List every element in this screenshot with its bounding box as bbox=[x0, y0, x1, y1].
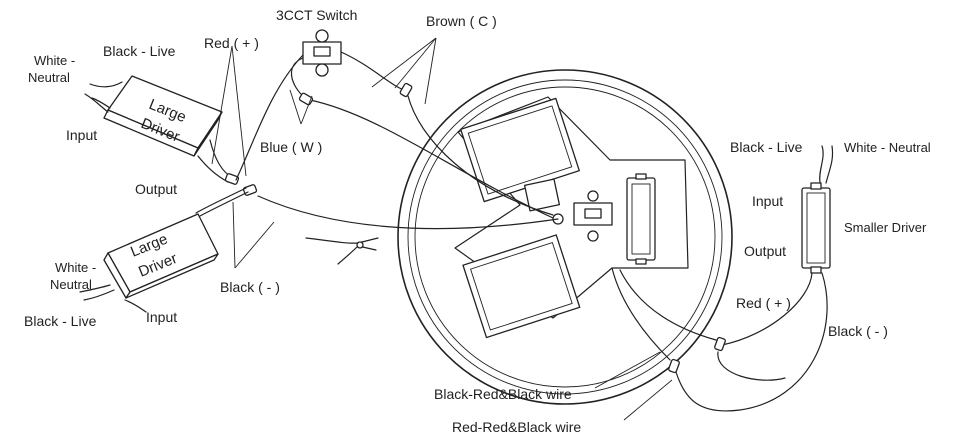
text-labels: 3CCT Switch Brown ( C ) Blue ( W ) Red (… bbox=[24, 7, 931, 435]
pliers-icon bbox=[305, 237, 379, 265]
inner-driver bbox=[626, 173, 656, 265]
label-tl-input: Input bbox=[66, 127, 97, 143]
label-tl-neutral: Neutral bbox=[28, 70, 70, 85]
3cct-switch bbox=[302, 29, 342, 77]
led-module-top bbox=[460, 97, 580, 203]
led-module-bottom bbox=[462, 234, 581, 339]
label-red-red-black: Red-Red&Black wire bbox=[452, 419, 581, 435]
large-driver-top: Large Driver bbox=[103, 75, 223, 157]
label-tl-white: White - bbox=[34, 53, 75, 68]
large-driver-bottom: Large Driver bbox=[103, 213, 219, 299]
label-red-top: Red ( + ) bbox=[204, 35, 259, 51]
label-black-red-black: Black-Red&Black wire bbox=[434, 386, 572, 402]
label-bl-white: White - bbox=[55, 260, 96, 275]
label-r-input: Input bbox=[752, 193, 783, 209]
label-blue: Blue ( W ) bbox=[260, 139, 322, 155]
pointer-lines bbox=[211, 37, 673, 421]
label-tl-black-live: Black - Live bbox=[103, 43, 176, 59]
label-r-black-minus: Black ( - ) bbox=[828, 323, 888, 339]
label-r-white-neutral: White - Neutral bbox=[844, 140, 931, 155]
label-output-left: Output bbox=[135, 181, 177, 197]
label-brown: Brown ( C ) bbox=[426, 13, 497, 29]
label-black-minus-left: Black ( - ) bbox=[220, 279, 280, 295]
label-r-output: Output bbox=[744, 243, 786, 259]
terminal-block bbox=[523, 178, 561, 212]
label-switch: 3CCT Switch bbox=[276, 7, 357, 23]
label-bl-neutral: Neutral bbox=[50, 277, 92, 292]
label-bl-black-live: Black - Live bbox=[24, 313, 97, 329]
wires bbox=[79, 51, 834, 412]
label-r-driver: Smaller Driver bbox=[844, 220, 927, 235]
plate-switch bbox=[573, 190, 613, 242]
label-bl-input: Input bbox=[146, 309, 177, 325]
label-r-red: Red ( + ) bbox=[736, 295, 791, 311]
smaller-driver bbox=[801, 182, 831, 274]
label-r-black-live: Black - Live bbox=[730, 139, 803, 155]
round-fixture bbox=[397, 69, 733, 405]
